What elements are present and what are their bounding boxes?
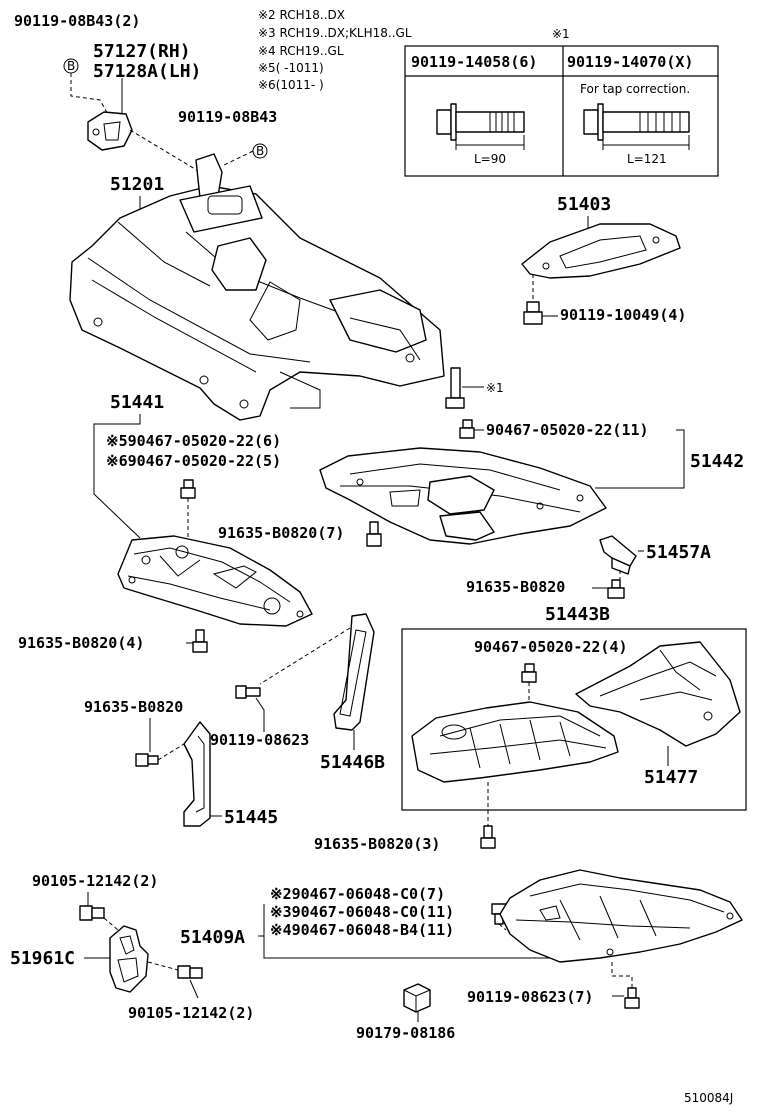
- label-91635-b0820: 91635-B0820: [466, 578, 565, 596]
- label-6-90467: ※690467-05020-22(5): [106, 452, 281, 470]
- label-5-90467: ※590467-05020-22(6): [106, 432, 281, 450]
- label-51477: 51477: [644, 767, 698, 788]
- label-90105-12142-top: 90105-12142(2): [32, 872, 158, 890]
- label-90119-08b43: 90119-08B43: [178, 108, 277, 126]
- bolt-90119-10049: [523, 301, 543, 325]
- label-57127: 57127(RH): [93, 41, 191, 62]
- bolt-table-col2: 90119-14070(X): [567, 53, 693, 71]
- label-51403: 51403: [557, 194, 611, 215]
- bolt-table-col1: 90119-14058(6): [411, 53, 537, 71]
- bolt-table-ref: ※1: [552, 27, 570, 41]
- bolt-table-note: For tap correction.: [580, 82, 690, 96]
- marker-b-right: B: [252, 143, 268, 159]
- clip-90467-05020-4: [521, 663, 537, 683]
- brace-51446b: [333, 613, 375, 731]
- label-57128a: 57128A(LH): [93, 61, 201, 82]
- crossmember-51201: [69, 153, 445, 421]
- label-91635-b0820-4: 91635-B0820(4): [18, 634, 144, 652]
- bolt-table: ※1 90119-14058(6) 90119-14070(X) For tap…: [404, 27, 719, 177]
- label-90467-05020-11: 90467-05020-22(11): [486, 421, 649, 439]
- label-51961c: 51961C: [10, 948, 75, 969]
- note-3: ※3 RCH19..DX;KLH18..GL: [258, 26, 412, 40]
- clip-90467-05020-11: [459, 419, 475, 439]
- note-6: ※6(1011- ): [258, 78, 324, 92]
- label-ref-1: ※1: [486, 381, 504, 395]
- label-91635-b0820-left: 91635-B0820: [84, 698, 183, 716]
- label-51441: 51441: [110, 392, 164, 413]
- undercover-51442: [319, 447, 607, 545]
- applicability-notes: ※2 RCH18..DX ※3 RCH19..DX;KLH18..GL ※4 R…: [258, 8, 412, 92]
- label-91635-b0820-7: 91635-B0820(7): [218, 524, 344, 542]
- label-51443b: 51443B: [545, 604, 610, 625]
- bracket-51457a: [599, 535, 637, 575]
- label-90467-05020-4: 90467-05020-22(4): [474, 638, 628, 656]
- bracket-57127: [87, 111, 133, 151]
- label-90119-10049: 90119-10049(4): [560, 306, 686, 324]
- bracket-51403: [521, 223, 681, 279]
- note-5: ※5( -1011): [258, 61, 324, 75]
- label-51201: 51201: [110, 174, 164, 195]
- label-90119-08623: 90119-08623: [210, 731, 309, 749]
- marker-b-left: B: [63, 58, 79, 74]
- undercover-51409a: [499, 869, 743, 963]
- label-3-90467: ※390467-06048-C0(11): [270, 903, 454, 921]
- bolt-len-1: L=90: [474, 152, 506, 166]
- svg-text:B: B: [256, 144, 264, 158]
- label-4-90467: ※490467-06048-B4(11): [270, 921, 454, 939]
- label-90105-12142-bottom: 90105-12142(2): [128, 1004, 254, 1022]
- undercover-51477: [575, 641, 741, 747]
- bolt-91635-b0820-7: [366, 521, 382, 547]
- label-90119-08b43-2: 90119-08B43(2): [14, 12, 140, 30]
- label-51409a: 51409A: [180, 927, 245, 948]
- box-51443b: [401, 628, 747, 811]
- note-4: ※4 RCH19..GL: [258, 44, 344, 58]
- bolt-91635-b0820-51457a: [607, 579, 625, 599]
- bolt-91635-b0820-3: [480, 825, 496, 849]
- bolt-ref-1: [445, 367, 465, 409]
- undercover-51443b: [411, 701, 619, 783]
- bolt-len-2: L=121: [627, 152, 667, 166]
- label-90179-08186: 90179-08186: [356, 1024, 455, 1042]
- bolt-121-drawing: L=121: [583, 103, 690, 166]
- undercover-51441: [117, 535, 313, 627]
- bolt-90119-08623: [235, 685, 261, 699]
- bolt-90105-12142-bottom: [177, 965, 203, 979]
- label-51457a: 51457A: [646, 542, 711, 563]
- label-51442: 51442: [690, 451, 744, 472]
- nut-90179-08186: [403, 983, 431, 1013]
- bolt-90119-08623-7: [624, 987, 640, 1009]
- clip-90467-05020-6-5: [180, 479, 196, 499]
- bolt-91635-b0820-4: [192, 629, 208, 653]
- label-51446b: 51446B: [320, 752, 385, 773]
- label-90119-08623-7: 90119-08623(7): [467, 988, 593, 1006]
- label-51445: 51445: [224, 807, 278, 828]
- bolt-90-drawing: L=90: [436, 103, 525, 166]
- note-2: ※2 RCH18..DX: [258, 8, 345, 22]
- bracket-51961c: [109, 925, 149, 993]
- label-91635-b0820-3: 91635-B0820(3): [314, 835, 440, 853]
- bolt-91635-b0820-left: [135, 753, 159, 767]
- bolt-table-frame: [404, 45, 719, 177]
- diagram-code: 510084J: [684, 1091, 733, 1105]
- svg-text:B: B: [67, 59, 75, 73]
- bolt-90105-12142-top: [79, 905, 105, 921]
- label-2-90467: ※290467-06048-C0(7): [270, 885, 445, 903]
- brace-51445: [183, 721, 211, 827]
